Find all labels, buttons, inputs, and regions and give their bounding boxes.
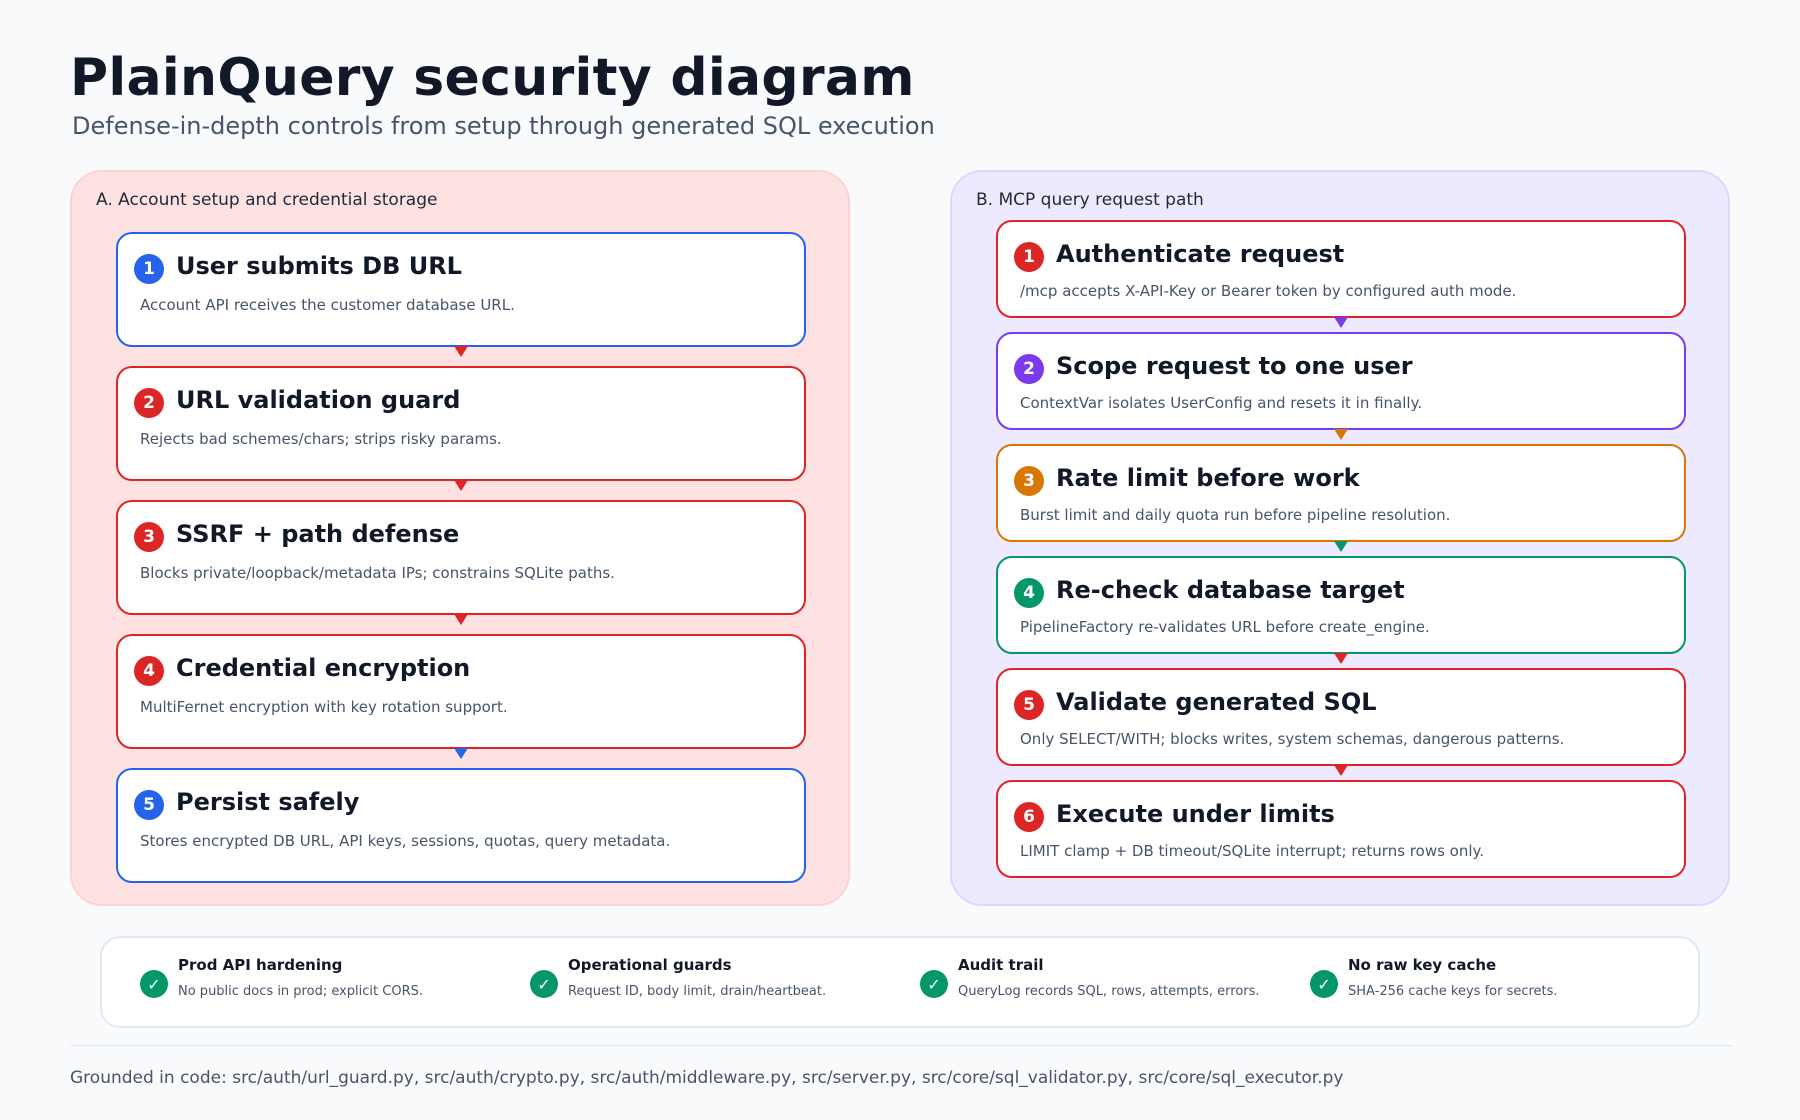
check-icon: ✓ [920,970,948,998]
step-1: 1 User submits DB URL Account API receives… [116,232,806,347]
guard-item: ✓ Prod API hardening No public docs in pro… [140,956,520,1016]
grounded-note: Grounded in code: src/auth/url_guard.py,… [70,1068,1344,1088]
step-1: 1 Authenticate request/mcp accepts X-API-… [996,220,1686,318]
flow-arrow [1334,429,1348,440]
panel-label: A. Account setup and credential storage [96,190,438,210]
guards-summary: ✓ Prod API hardening No public docs in pro… [100,936,1700,1028]
step-description: PipelineFactory re-validates URL before … [1020,618,1430,636]
step-title: URL validation guard [176,386,461,414]
step-number-badge: 3 [134,522,164,552]
step-description: Blocks private/loopback/metadata IPs; co… [140,564,615,582]
step-number-badge: 1 [1014,242,1044,272]
step-title: Scope request to one user [1056,352,1413,380]
step-title: User submits DB URL [176,252,462,280]
guard-description: No public docs in prod; explicit CORS. [178,984,423,999]
flow-arrow [1334,541,1348,552]
step-title: Authenticate request [1056,240,1345,268]
guard-title: No raw key cache [1348,956,1497,974]
panel-account-setup: A. Account setup and credential storage … [70,170,850,906]
page-title: PlainQuery security diagram [70,48,915,108]
flow-arrow [454,614,468,625]
flow-arrow [1334,653,1348,664]
step-description: ContextVar isolates UserConfig and reset… [1020,394,1423,412]
panel-label: B. MCP query request path [976,190,1204,210]
step-title: Execute under limits [1056,800,1335,828]
guard-description: Request ID, body limit, drain/heartbeat. [568,984,827,999]
check-icon: ✓ [140,970,168,998]
step-number-badge: 3 [1014,466,1044,496]
check-icon: ✓ [1310,970,1338,998]
step-description: Only SELECT/WITH; blocks writes, system … [1020,730,1565,748]
guard-description: SHA-256 cache keys for secrets. [1348,984,1558,999]
step-description: Account API receives the customer databa… [140,296,515,314]
step-description: /mcp accepts X-API-Key or Bearer token b… [1020,282,1517,300]
step-number-badge: 4 [1014,578,1044,608]
guard-description: QueryLog records SQL, rows, attempts, er… [958,984,1260,999]
step-description: Stores encrypted DB URL, API keys, sessi… [140,832,671,850]
step-number-badge: 2 [1014,354,1044,384]
step-description: LIMIT clamp + DB timeout/SQLite interrup… [1020,842,1485,860]
step-description: Burst limit and daily quota run before p… [1020,506,1451,524]
flow-arrow [454,346,468,357]
divider [70,1045,1732,1046]
step-number-badge: 2 [134,388,164,418]
step-description: MultiFernet encryption with key rotation… [140,698,508,716]
flow-arrow [1334,317,1348,328]
step-number-badge: 4 [134,656,164,686]
step-5: 5 Validate generated SQL Only SELECT/WITH;… [996,668,1686,766]
flow-arrow [454,480,468,491]
guard-title: Prod API hardening [178,956,343,974]
step-title: Persist safely [176,788,360,816]
step-title: Validate generated SQL [1056,688,1377,716]
step-title: Credential encryption [176,654,471,682]
step-title: Rate limit before work [1056,464,1360,492]
page-subtitle: Defense-in-depth controls from setup thr… [72,112,935,140]
step-number-badge: 6 [1014,802,1044,832]
step-number-badge: 5 [1014,690,1044,720]
step-description: Rejects bad schemes/chars; strips risky … [140,430,502,448]
guard-title: Operational guards [568,956,732,974]
guard-title: Audit trail [958,956,1044,974]
step-number-badge: 5 [134,790,164,820]
flow-arrow [1334,765,1348,776]
step-number-badge: 1 [134,254,164,284]
step-title: SSRF + path defense [176,520,460,548]
check-icon: ✓ [530,970,558,998]
step-title: Re-check database target [1056,576,1405,604]
flow-arrow [454,748,468,759]
panel-mcp-request-path: B. MCP query request path 1 Authenticate … [950,170,1730,906]
